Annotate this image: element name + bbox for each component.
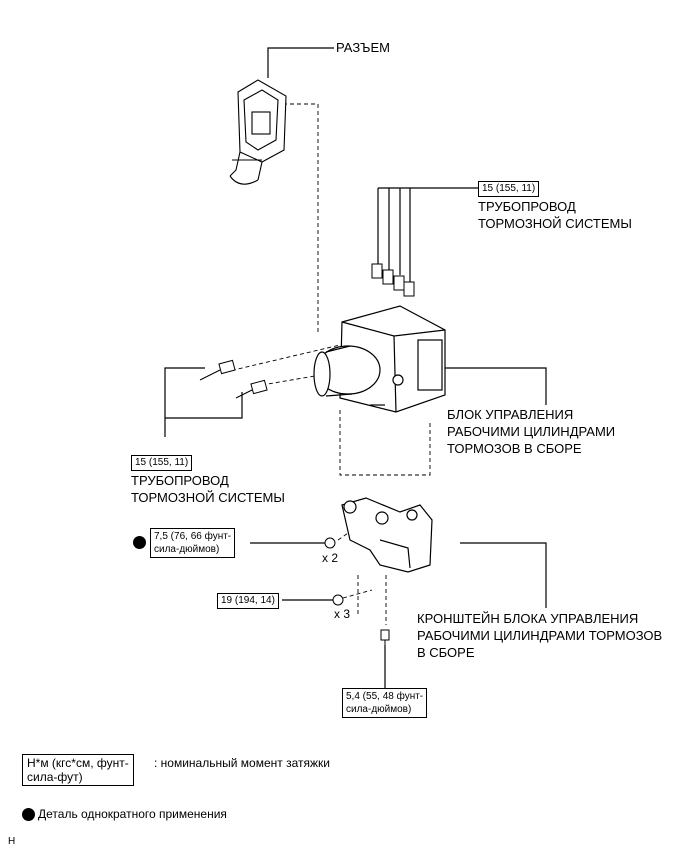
legend-unit-box: Н*м (кгс*см, фунт- сила-фут): [22, 754, 134, 786]
left-pipe-leader: [164, 367, 205, 437]
lower-bolt-torque-line-2: сила-дюймов): [346, 704, 412, 715]
single-use-marker: [133, 536, 146, 549]
top-pipe-torque: 15 (155, 11): [478, 181, 540, 197]
bracket-label-3: В СБОРЕ: [417, 645, 475, 660]
nut-quantity: x 2: [322, 551, 339, 565]
connector-label: РАЗЪЕМ: [336, 40, 390, 55]
bracket-leader: [460, 542, 547, 608]
lower-bolt-torque: 5,4 (55, 48 фунт- сила-дюймов): [342, 688, 428, 718]
nut-torque: 7,5 (76, 66 фунт- сила-дюймов): [150, 528, 236, 558]
actuator-label-2: РАБОЧИМИ ЦИЛИНДРАМИ: [447, 424, 616, 439]
brake-actuator-part: [313, 305, 446, 413]
legend-unit-description: : номинальный момент затяжки: [154, 756, 330, 770]
connector-leader: [267, 47, 296, 78]
top-pipe-label-1: ТРУБОПРОВОД: [478, 199, 576, 214]
left-pipe-label-2: ТОРМОЗНОЙ СИСТЕМЫ: [131, 490, 285, 505]
bracket-label-2: РАБОЧИМИ ЦИЛИНДРАМИ ТОРМОЗОВ: [417, 628, 663, 643]
nut-torque-line-2: сила-дюймов): [154, 544, 220, 555]
legend-single-use-dot: [22, 808, 35, 821]
actuator-label-3: ТОРМОЗОВ В СБОРЕ: [447, 441, 582, 456]
bracket-label-1: КРОНШТЕЙН БЛОКА УПРАВЛЕНИЯ: [417, 611, 639, 626]
top-pipe-label-2: ТОРМОЗНОЙ СИСТЕМЫ: [478, 216, 632, 231]
bracket-part: [341, 497, 433, 573]
actuator-label-1: БЛОК УПРАВЛЕНИЯ: [447, 407, 574, 422]
left-brake-pipes: [199, 359, 268, 399]
legend-unit-line-1: Н*м (кгс*см, фунт-: [27, 756, 129, 770]
lower-bolt-torque-line-1: 5,4 (55, 48 фунт-: [346, 691, 424, 702]
fasteners: [324, 537, 390, 650]
bolt-quantity: x 3: [334, 607, 351, 621]
left-pipe-torque: 15 (155, 11): [131, 455, 193, 471]
brake-pipe-fittings: [371, 263, 415, 297]
actuator-leader: [440, 367, 547, 405]
connector-part: [229, 79, 287, 185]
legend-single-use-text: Деталь однократного применения: [38, 807, 227, 821]
nut-torque-line-1: 7,5 (76, 66 фунт-: [154, 531, 232, 542]
bolt-torque: 19 (194, 14): [217, 593, 279, 609]
figure-code: H: [8, 836, 16, 847]
left-pipe-label-1: ТРУБОПРОВОД: [131, 473, 229, 488]
legend-unit-line-2: сила-фут): [27, 770, 83, 784]
